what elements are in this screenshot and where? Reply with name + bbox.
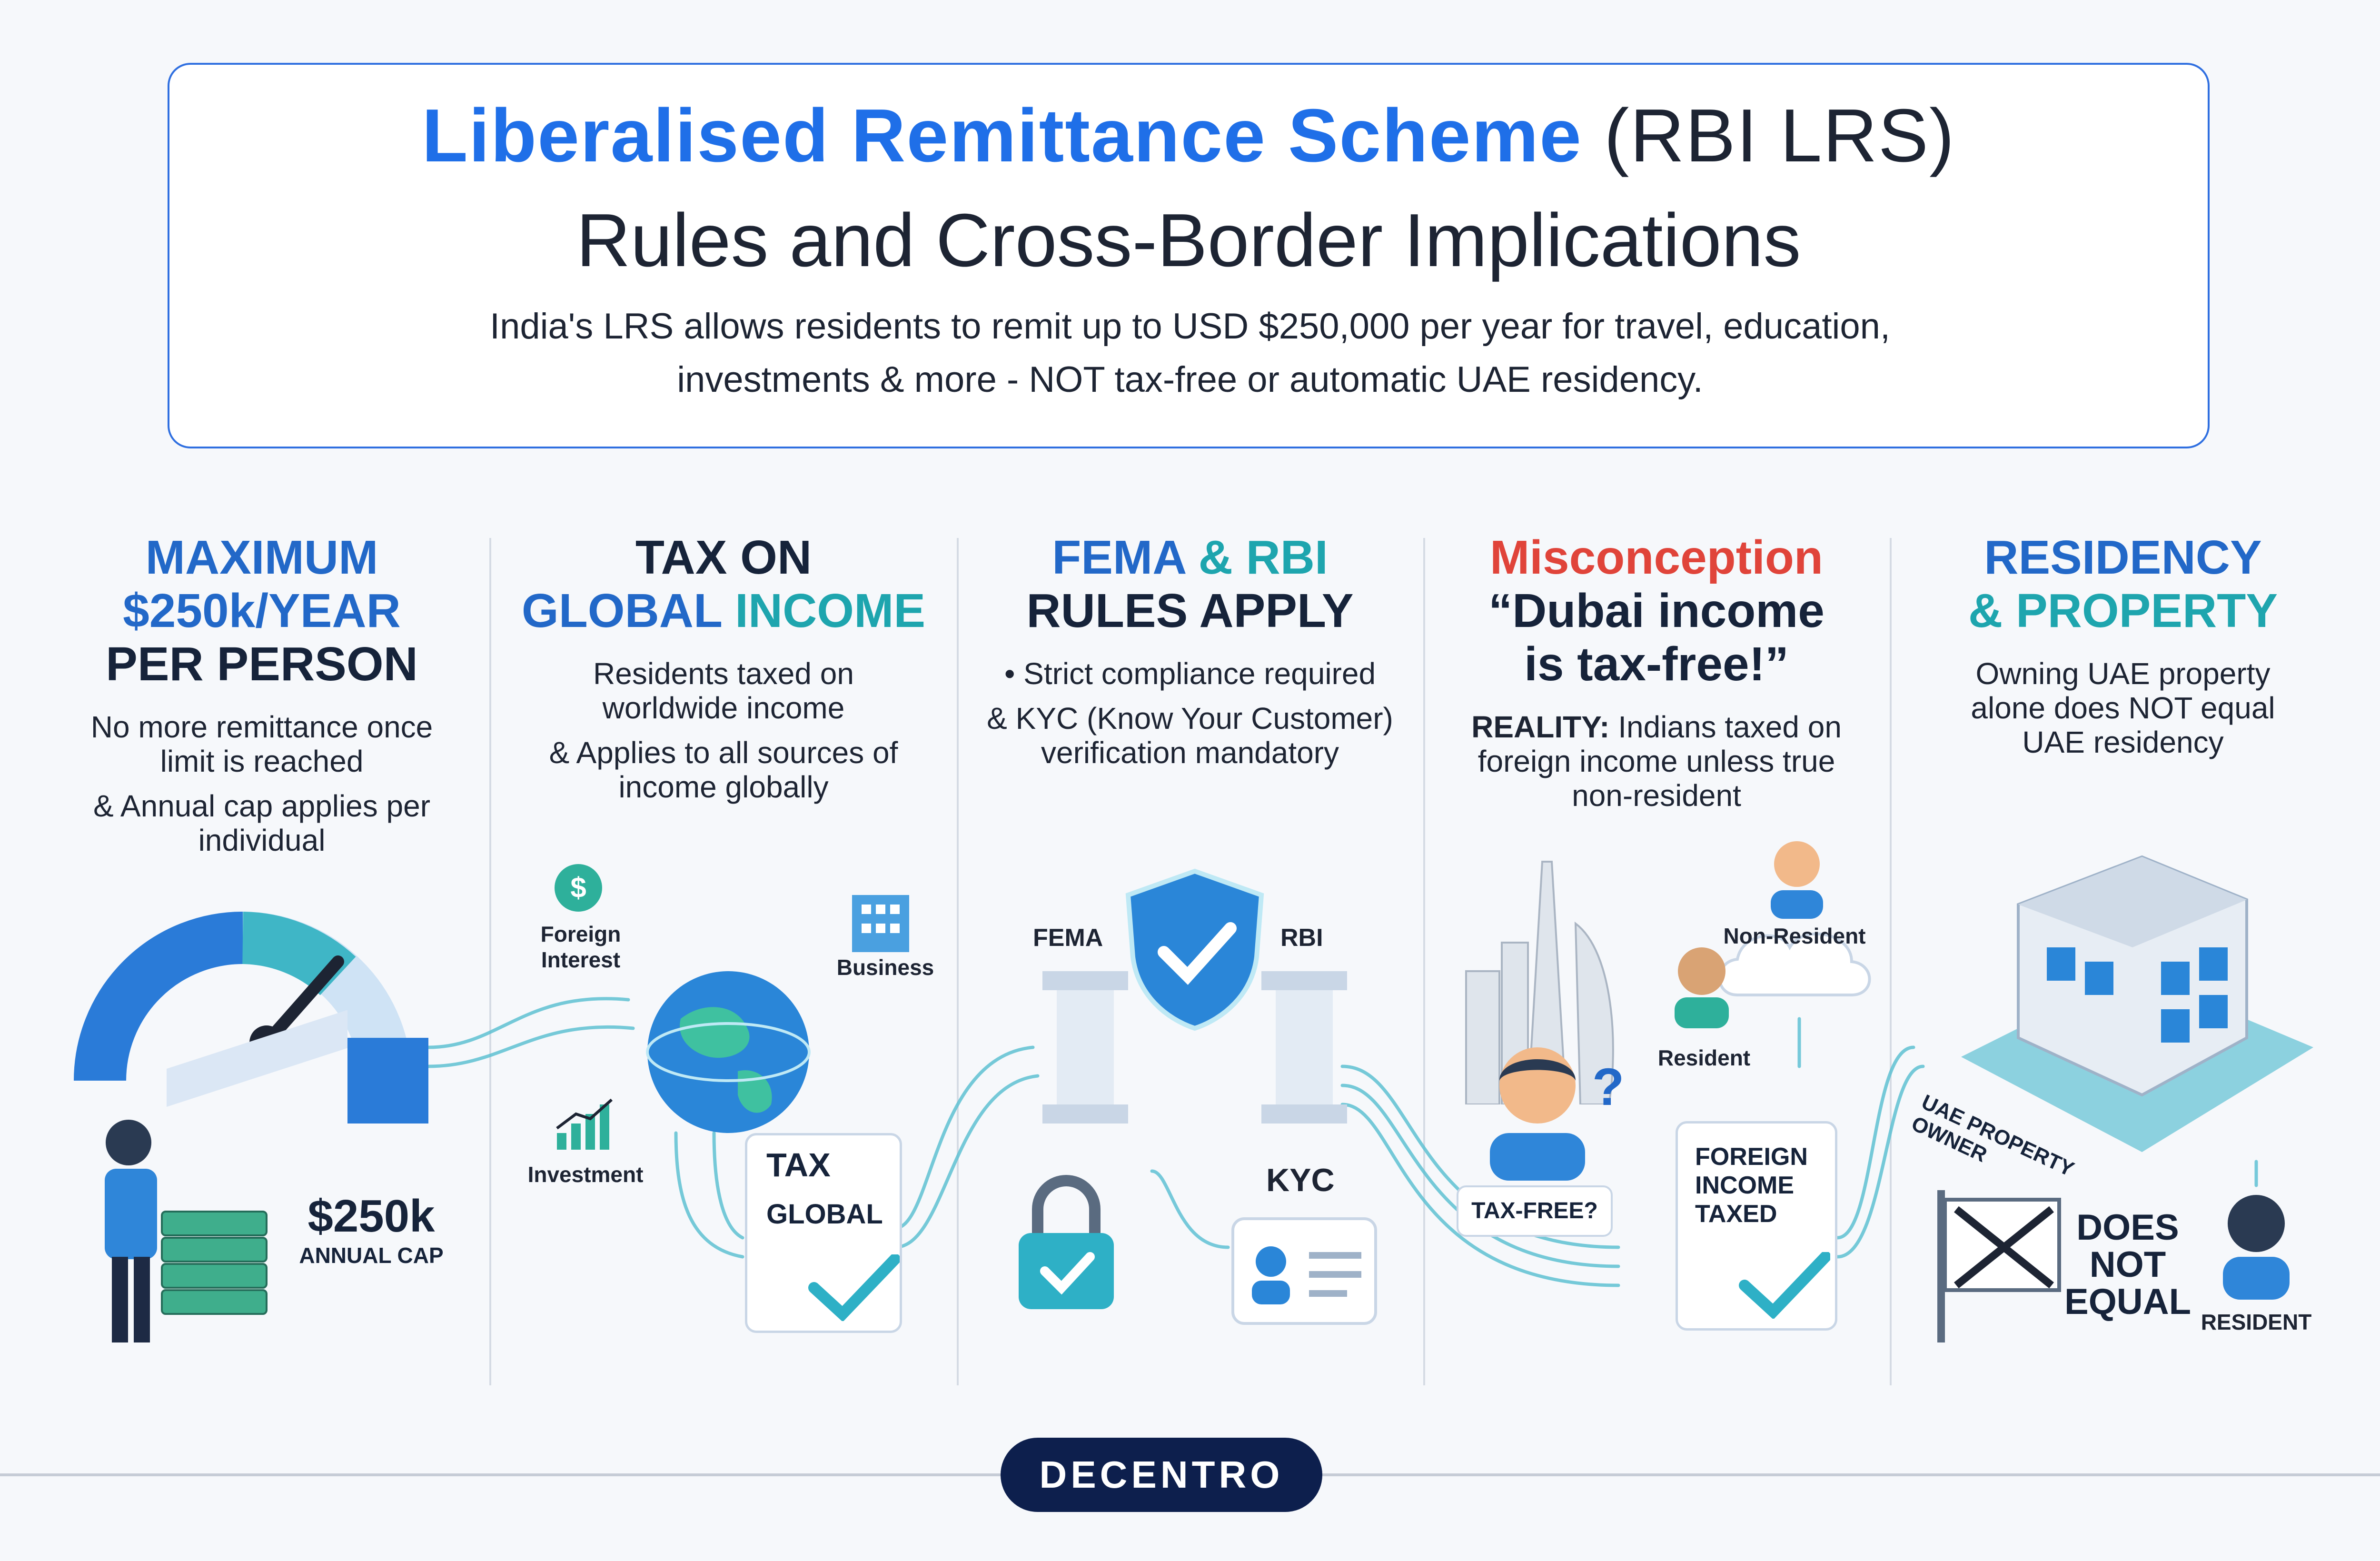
panel-heading: $250k/YEAR [123, 584, 401, 637]
panel-description: No more remittance once limit is reached… [90, 710, 433, 857]
panel-description: REALITY: Indians taxed on foreign income… [1471, 710, 1842, 813]
panel-heading: INCOME [735, 584, 926, 637]
panel-heading: Misconception [1489, 531, 1824, 584]
document-check-icon: FOREIGN INCOME TAXED [1676, 1121, 1837, 1331]
panel-heading: MAXIMUM [145, 531, 378, 584]
sign-cross-icon [1937, 1190, 2061, 1342]
annual-cap-callout: $250k ANNUAL CAP [286, 1190, 457, 1268]
page-subtitle: India's LRS allows residents to remit up… [489, 306, 1891, 400]
panel-heading: TAX ON [635, 531, 812, 584]
panel-global-income: TAX ON GLOBAL INCOME Residents taxed on … [495, 531, 952, 815]
label-foreign-interest: Foreign Interest [540, 922, 621, 972]
panel-fema-rbi: FEMA & RBI RULES APPLY • Strict complian… [962, 531, 1418, 780]
column-divider [1890, 538, 1892, 1385]
panel-heading: RBI [1246, 531, 1328, 584]
panel-heading: is tax-free!” [1524, 637, 1789, 691]
document-check-icon: TAX GLOBAL [745, 1133, 902, 1333]
label-non-resident: Non-Resident [1723, 924, 1866, 948]
panel-description: • Strict compliance required & KYC (Know… [987, 656, 1393, 770]
pillar-icon [1261, 971, 1347, 1124]
label-resident: RESIDENT [2201, 1310, 2312, 1334]
shield-check-icon [1125, 868, 1264, 1031]
panel-heading: RULES APPLY [1026, 584, 1354, 637]
dollar-coin-icon: $ [555, 864, 602, 912]
pillar-icon [1042, 971, 1128, 1124]
doc-line: GLOBAL [766, 1199, 883, 1230]
svg-text:$: $ [570, 872, 586, 904]
doc-text: FOREIGN INCOME TAXED [1695, 1143, 1808, 1228]
panel-heading: PER PERSON [106, 637, 418, 691]
house-icon [1961, 855, 2313, 1152]
speedometer-icon [74, 912, 428, 1124]
avatar-icon [1771, 841, 1823, 919]
person-icon [105, 1120, 157, 1342]
page-title: Liberalised Remittance Scheme (RBI LRS) [422, 94, 1955, 178]
panel-heading: & [1185, 531, 1246, 584]
not-equal-callout: DOES NOT EQUAL [2064, 1207, 2191, 1322]
panel-residency-property: RESIDENCY & PROPERTY Owning UAE property… [1894, 531, 2351, 770]
panel-description: Owning UAE property alone does NOT equal… [1971, 656, 2275, 759]
column-divider [1423, 538, 1425, 1385]
column-divider [489, 538, 491, 1385]
question-mark-icon: ? [1592, 1058, 1625, 1116]
panel-heading: RESIDENCY [1984, 531, 2262, 584]
globe-icon [646, 971, 811, 1133]
panel-heading: & PROPERTY [1968, 584, 2278, 637]
brand-logo: DECENTRO [1001, 1438, 1322, 1512]
panel-misconception: Misconception “Dubai income is tax-free!… [1428, 531, 1885, 813]
panel-heading: “Dubai income [1488, 584, 1825, 637]
label-rbi: RBI [1280, 924, 1323, 952]
label-fema: FEMA [1033, 924, 1103, 952]
label-resident: Resident [1657, 1045, 1751, 1070]
panel-description: Residents taxed on worldwide income & Ap… [549, 656, 898, 804]
avatar-icon [1490, 1047, 1585, 1181]
avatar-icon [1675, 947, 1729, 1028]
column-divider [957, 538, 959, 1385]
avatar-icon [2223, 1195, 2290, 1300]
cap-value: $250k [307, 1191, 435, 1242]
panel-max-limit: MAXIMUM $250k/YEAR PER PERSON No more re… [33, 531, 490, 868]
panel-heading: GLOBAL [521, 584, 735, 637]
cap-label: ANNUAL CAP [299, 1243, 444, 1268]
header-card [168, 63, 2210, 448]
cash-stack-icon [161, 1211, 268, 1315]
label-investment: Investment [527, 1162, 644, 1187]
doc-line: TAX [766, 1146, 831, 1183]
label-business: Business [836, 955, 934, 980]
check-icon [1739, 1252, 1830, 1319]
growth-chart-icon [556, 1098, 613, 1150]
panel-heading: FEMA [1052, 531, 1185, 584]
id-card-icon [1231, 1217, 1377, 1325]
padlock-icon [1019, 1175, 1114, 1309]
page-title-line2: Rules and Cross-Border Implications [576, 199, 1801, 282]
building-icon [852, 895, 909, 952]
label-kyc: KYC [1266, 1162, 1335, 1198]
check-icon [808, 1254, 900, 1321]
label-taxfree: TAX-FREE? [1457, 1185, 1613, 1237]
